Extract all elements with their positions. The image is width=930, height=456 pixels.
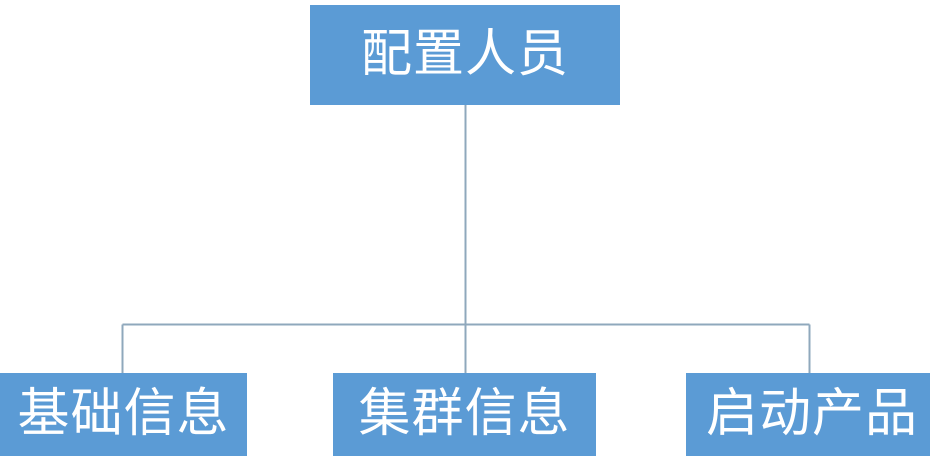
node-root-configurator[interactable]: 配置人员 xyxy=(310,5,620,105)
node-child-label: 集群信息 xyxy=(358,383,571,444)
node-child-cluster-info[interactable]: 集群信息 xyxy=(333,373,596,456)
node-root-label: 配置人员 xyxy=(360,25,569,85)
node-child-label: 启动产品 xyxy=(705,383,918,444)
node-child-launch-product[interactable]: 启动产品 xyxy=(686,373,930,456)
node-child-basic-info[interactable]: 基础信息 xyxy=(0,373,247,456)
node-child-label: 基础信息 xyxy=(17,383,230,444)
